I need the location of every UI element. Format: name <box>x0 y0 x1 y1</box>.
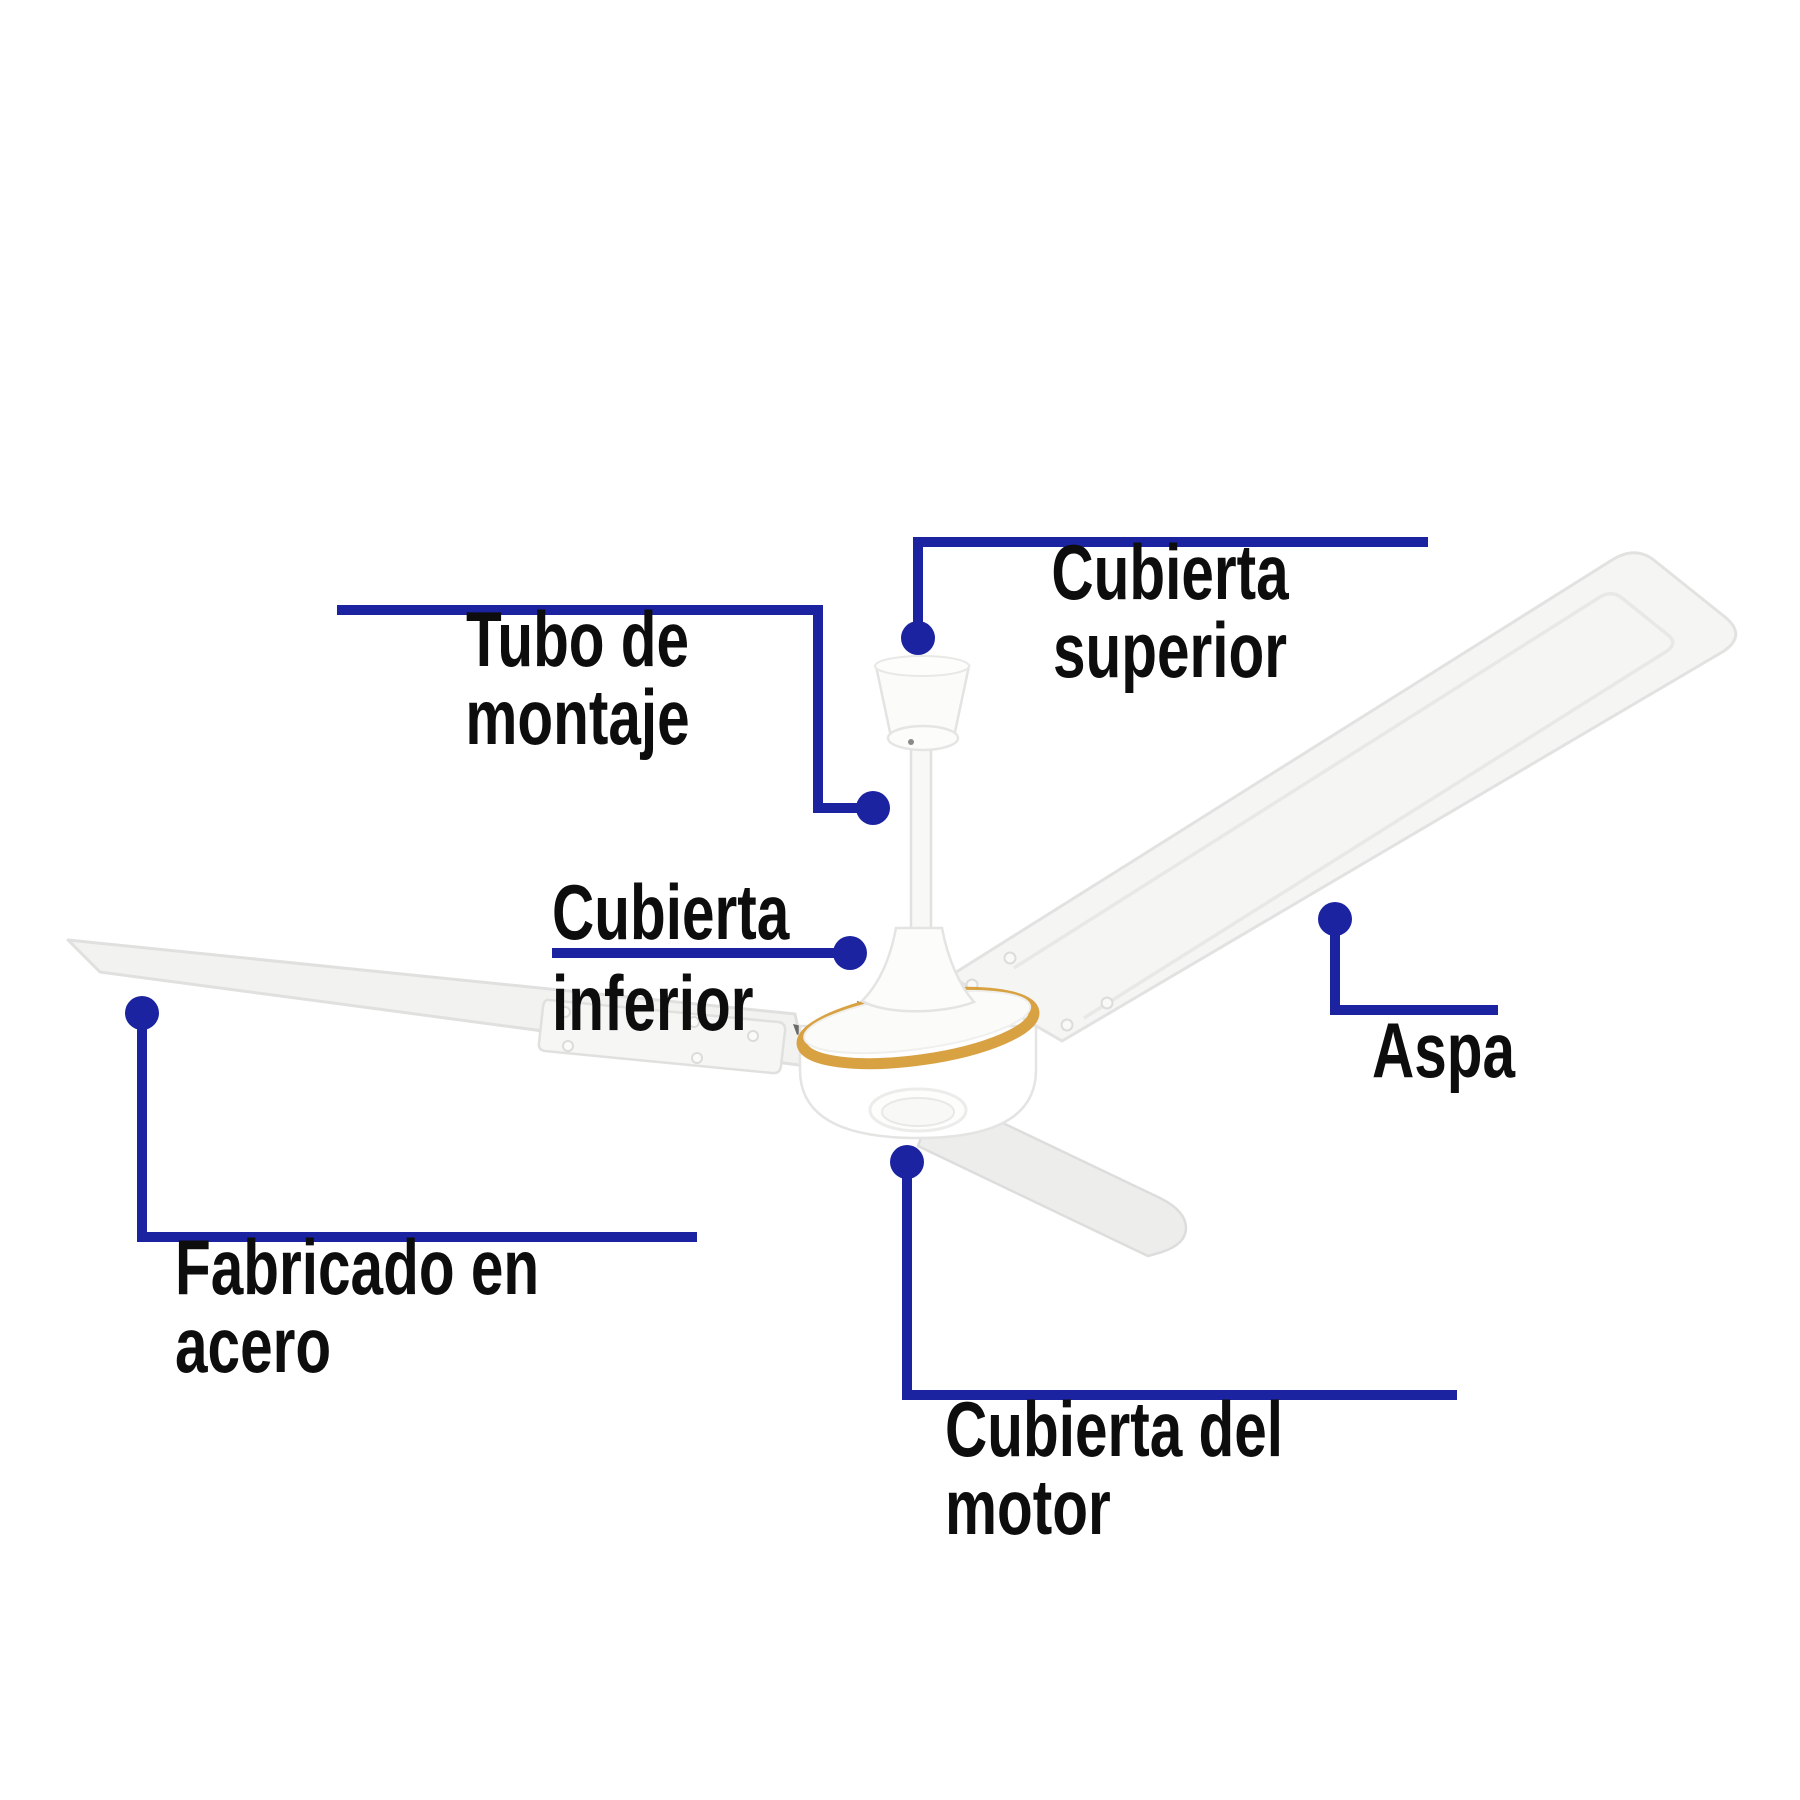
label-text: Cubierta superior <box>1051 528 1289 694</box>
upper-cover <box>874 655 971 752</box>
label-text: Cubierta inferior <box>552 868 790 1047</box>
motor-bottom-cap-inner <box>881 1097 955 1127</box>
label-cubierta-del-motor: Cubierta del motor <box>945 1312 1545 1546</box>
leader-cubierta-inferior <box>552 936 867 970</box>
lower-cover <box>859 926 977 1013</box>
blade-upper-right <box>948 551 1738 1043</box>
label-text: Aspa <box>1372 1006 1516 1094</box>
leader-tubo-de-montaje <box>337 605 890 825</box>
leader-cubierta-superior <box>901 537 1428 655</box>
label-cubierta-inferior: Cubierta inferior <box>552 776 972 1049</box>
leader-aspa <box>1318 902 1498 1015</box>
label-cubierta-superior: Cubierta superior <box>912 455 1428 689</box>
label-text: Cubierta del motor <box>945 1385 1284 1551</box>
label-text: Tubo de montaje <box>465 595 690 761</box>
label-fabricado-en-acero: Fabricado en acero <box>175 1150 775 1384</box>
leader-fabricado-en-acero <box>125 996 697 1242</box>
label-aspa: Aspa <box>1372 933 1632 1089</box>
label-tubo-de-montaje: Tubo de montaje <box>337 522 818 756</box>
label-text: Fabricado en acero <box>175 1223 540 1389</box>
blade-lower-right <box>916 1090 1188 1258</box>
leader-cubierta-del-motor <box>890 1145 1457 1400</box>
